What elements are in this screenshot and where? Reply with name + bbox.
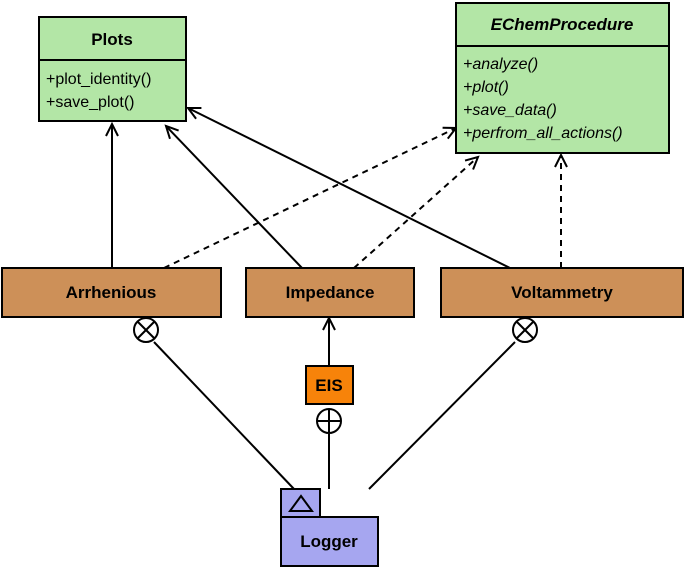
- arrhenious-module: Arrhenious: [1, 267, 222, 318]
- arrhenious-cross-circle-icon: [133, 317, 159, 343]
- echem-title: EChemProcedure: [491, 15, 634, 34]
- voltammetry-label: Voltammetry: [511, 283, 613, 302]
- impedance-to-plots-arrow: [164, 124, 303, 269]
- voltammetry-module: Voltammetry: [440, 267, 684, 318]
- plots-method-save-plot: +save_plot(): [46, 94, 135, 111]
- arrhenious-label: Arrhenious: [66, 283, 157, 302]
- echem-procedure-class: EChemProcedure +analyze() +plot() +save_…: [455, 2, 670, 154]
- triangle-icon: [288, 494, 314, 512]
- eis-label: EIS: [315, 376, 342, 395]
- echem-method-perform-all-actions: +perfrom_all_actions(): [463, 125, 623, 142]
- plots-title: Plots: [91, 30, 133, 49]
- arrhenious-to-echem-arrow: [163, 126, 459, 269]
- eis-module: EIS: [305, 365, 354, 405]
- impedance-label: Impedance: [286, 283, 375, 302]
- voltammetry-to-plots-arrow: [185, 106, 511, 269]
- arrhenious-to-logger-line: [153, 341, 295, 490]
- eis-plus-circle-icon: [316, 408, 342, 434]
- logger-package: Logger: [280, 488, 379, 567]
- impedance-to-echem-arrow: [353, 155, 480, 269]
- echem-method-plot: +plot(): [463, 79, 509, 96]
- plots-class: Plots +plot_identity() +save_plot(): [38, 16, 187, 122]
- plots-method-plot-identity: +plot_identity(): [46, 71, 151, 88]
- logger-label: Logger: [300, 532, 358, 551]
- voltammetry-cross-circle-icon: [512, 317, 538, 343]
- voltammetry-to-logger-line: [368, 341, 516, 490]
- echem-method-analyze: +analyze(): [463, 56, 538, 73]
- echem-method-save-data: +save_data(): [463, 102, 557, 119]
- impedance-module: Impedance: [245, 267, 415, 318]
